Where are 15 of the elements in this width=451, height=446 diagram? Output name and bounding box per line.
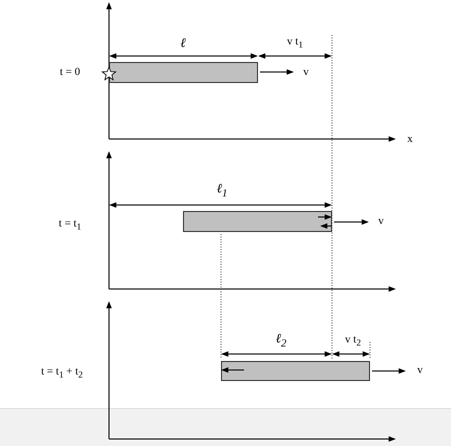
velocity-label: v [378,215,384,227]
length-label: ℓ$_{1}$ [216,182,228,200]
length-label: ℓ [180,37,186,49]
rod-bar [221,361,370,381]
velocity-label: v [417,364,423,376]
rod-bar [109,62,258,83]
length-label: ℓ$_{2}$ [276,332,286,350]
axis-label: x [407,133,413,145]
time-label: t = t$_{1}$ [58,217,82,233]
rod-bar [183,211,332,232]
distance-label: v t$_{2}$ [345,333,361,349]
velocity-label: v [303,66,309,78]
time-label: t = 0 [60,66,80,78]
distance-label: v t$_{1}$ [287,35,303,51]
time-label: t = t$_{1}$ + t$_{2}$ [41,365,83,381]
